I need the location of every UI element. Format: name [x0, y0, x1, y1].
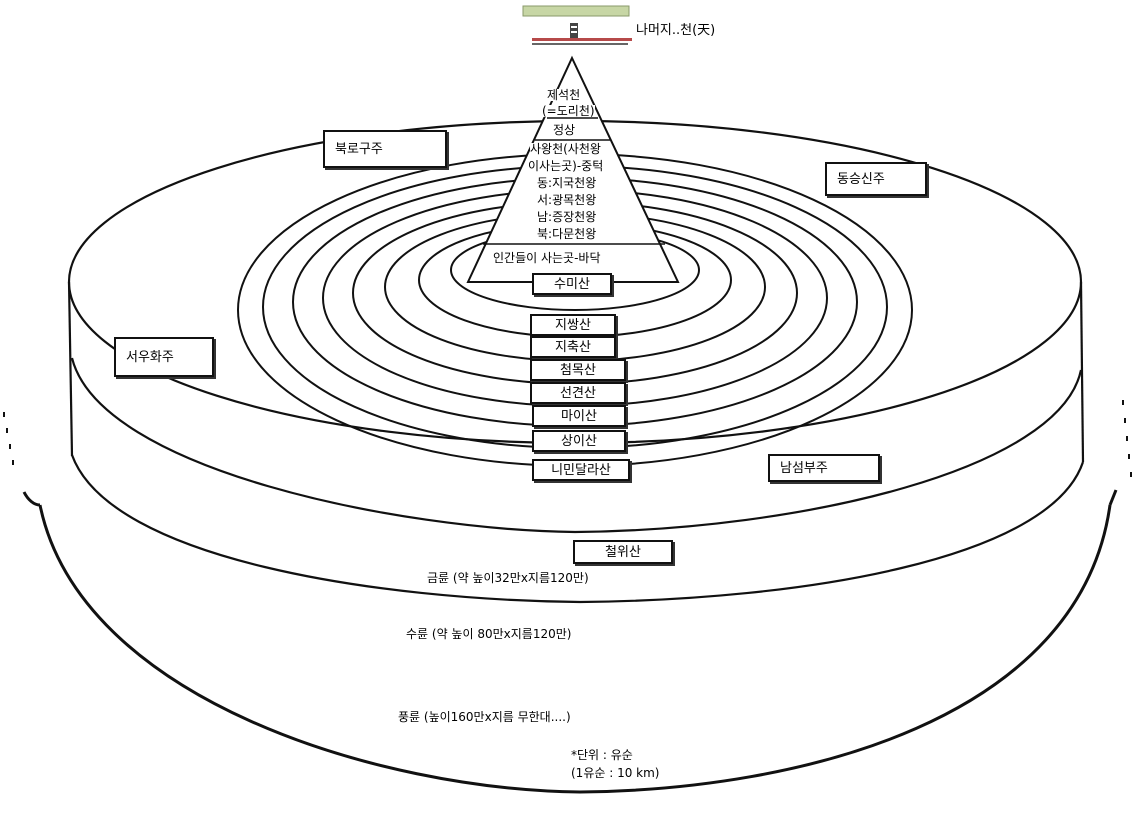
- king-east-label: 동:지국천왕: [537, 176, 597, 190]
- wind-wheel-label: 풍륜 (높이160만x지름 무한대....): [398, 710, 571, 724]
- golden-wheel-edge: [70, 357, 1083, 534]
- remaining-heavens-label: 나머지..천(天): [636, 23, 716, 38]
- peak-label-1: 제석천: [547, 88, 581, 102]
- peak-label-2: (=도리천): [542, 104, 595, 118]
- base-label: 인간들이 사는곳-바닥: [493, 251, 601, 265]
- mountain-2: 지축산: [530, 336, 616, 358]
- mountain-4: 선견산: [530, 382, 626, 404]
- water-wheel-label: 수륜 (약 높이 80만x지름120만): [406, 627, 572, 641]
- continent-south-box: 남섬부주: [768, 454, 880, 482]
- king-west-label: 서:광목천왕: [537, 193, 597, 207]
- water-wheel-edge: [70, 454, 1085, 604]
- king-north-label: 북:다문천왕: [537, 227, 597, 241]
- mountain-7: 니민달라산: [532, 459, 630, 481]
- mountain-5: 마이산: [532, 405, 626, 427]
- king-south-label: 남:증장천왕: [537, 210, 597, 224]
- mountain-1: 지쌍산: [530, 314, 616, 336]
- unit-note-1: *단위 : 유순: [571, 748, 633, 762]
- wind-wheel-edge: [38, 504, 1112, 794]
- continent-north-box: 북로구주: [323, 130, 447, 168]
- mountain-iron-ring: 철위산: [573, 540, 673, 564]
- mountain-3: 첨목산: [530, 359, 626, 381]
- unit-note-2: (1유순 : 10 km): [571, 766, 660, 780]
- four-kings-label-2: 이사는곳)-중턱: [528, 159, 604, 173]
- continent-west-box: 서우화주: [114, 337, 214, 377]
- mountain-6: 상이산: [532, 430, 626, 452]
- four-kings-label-1: 사왕천(사천왕: [530, 142, 601, 156]
- summit-label: 정상: [553, 123, 576, 137]
- mountain-sumeru: 수미산: [532, 273, 612, 295]
- heaven-band-top: [522, 5, 630, 17]
- golden-wheel-label: 금륜 (약 높이32만x지름120만): [427, 571, 589, 585]
- continent-east-box: 동승신주: [825, 162, 927, 196]
- heaven-band-red: [532, 38, 632, 41]
